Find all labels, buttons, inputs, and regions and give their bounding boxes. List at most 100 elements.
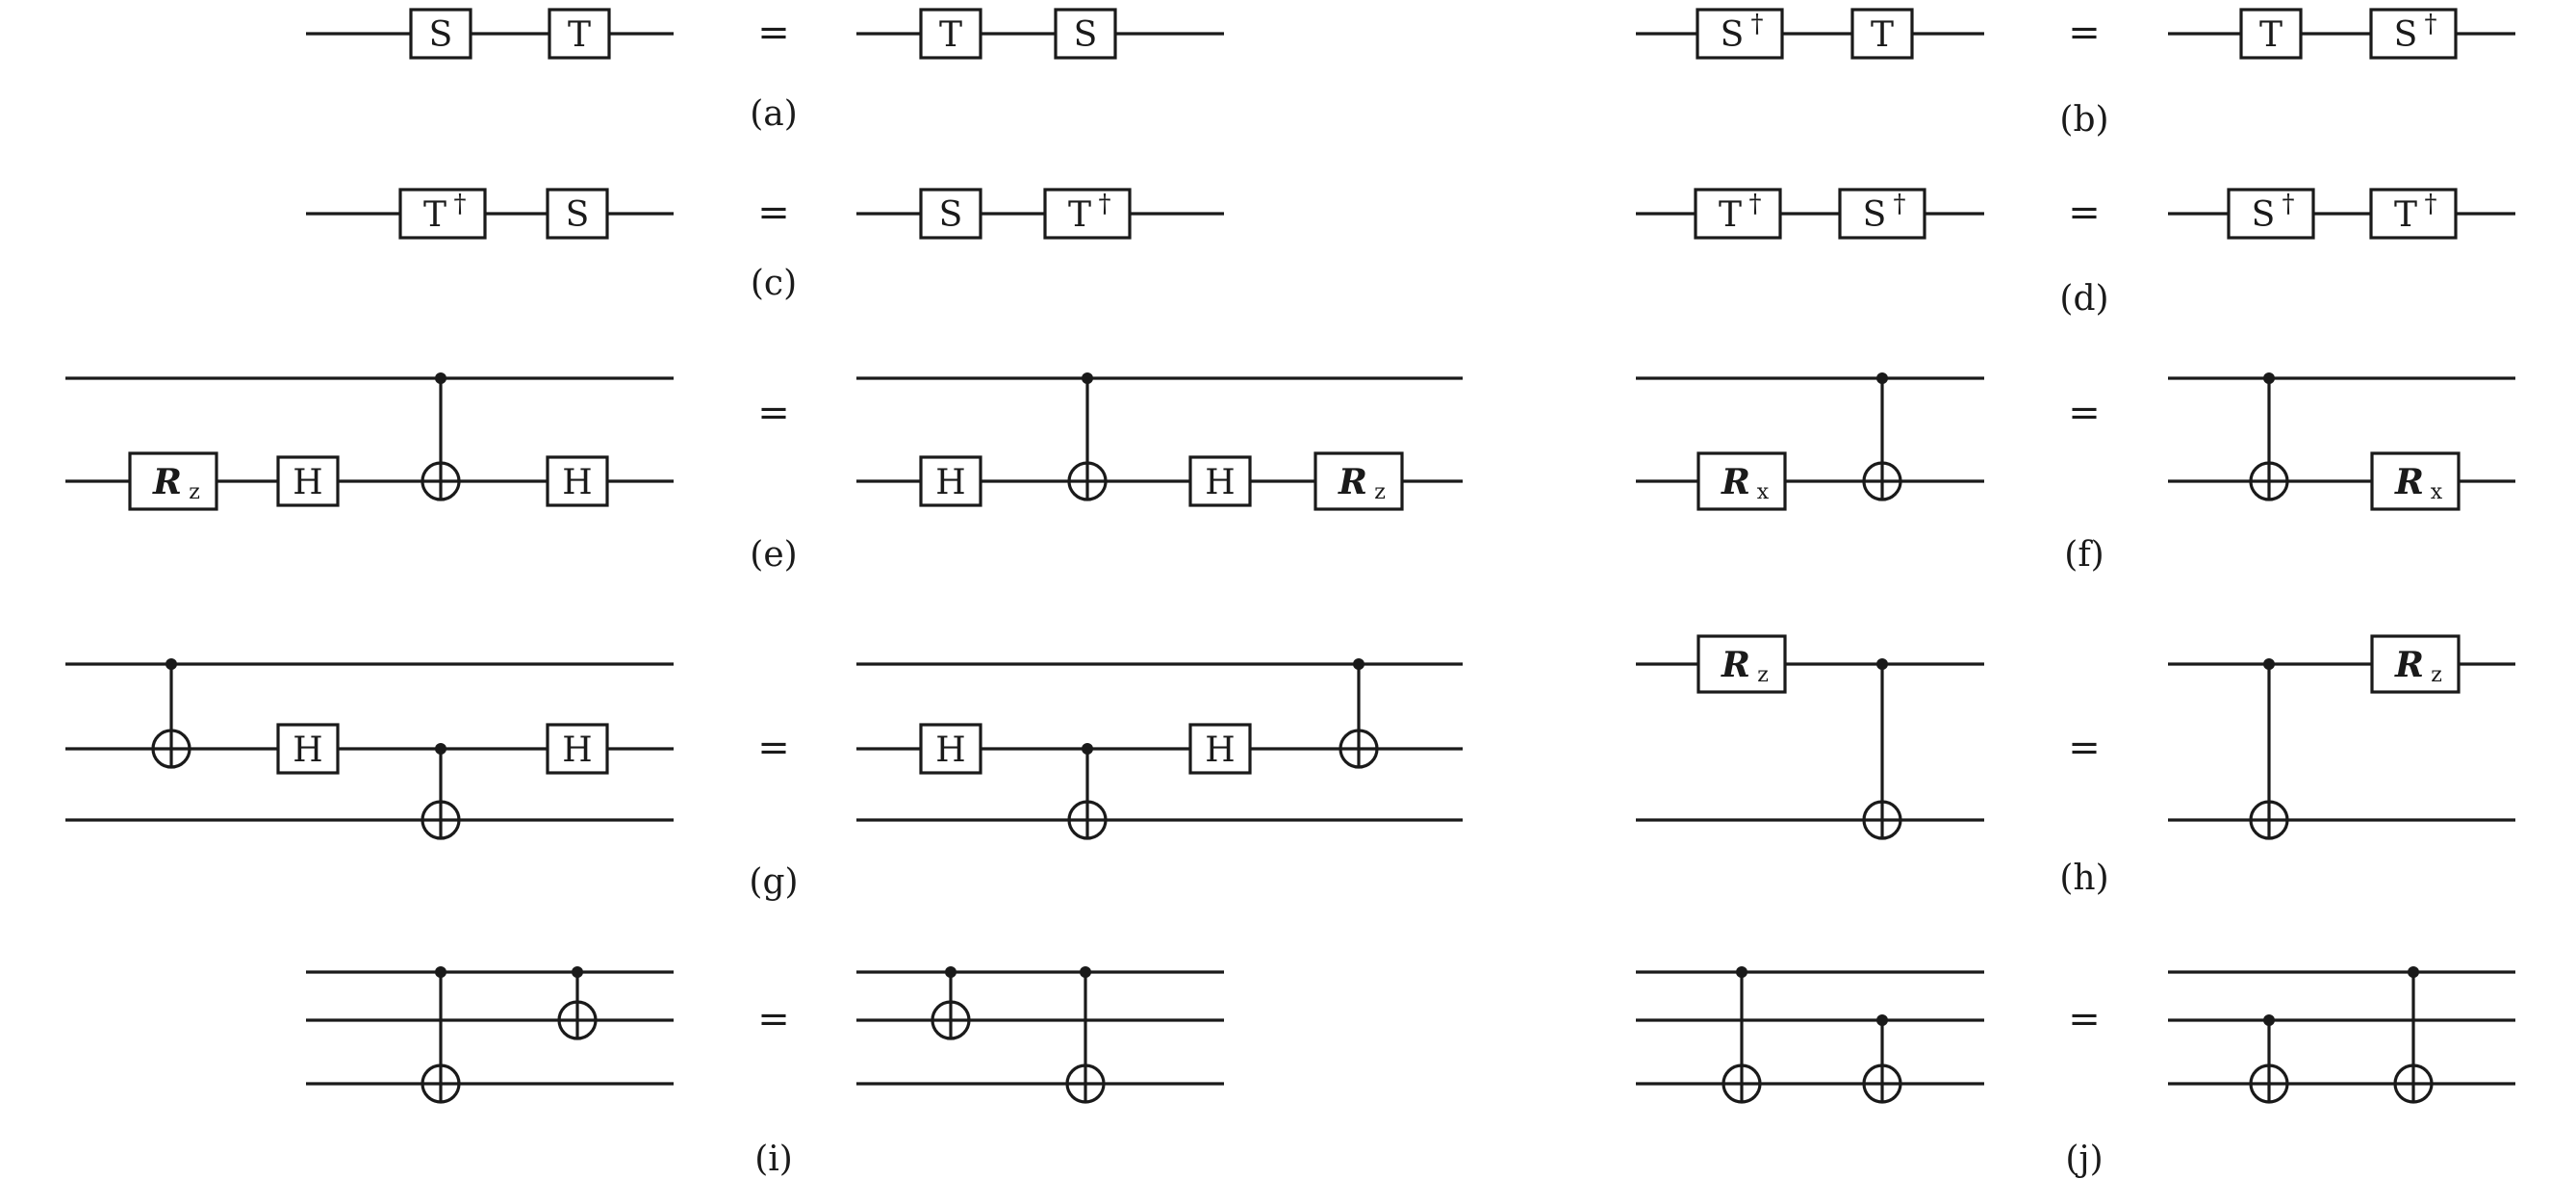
control-dot [1876,658,1888,670]
control-dot [1876,372,1888,384]
control-dot [1080,966,1091,978]
equals-sign: = [757,726,790,770]
cnot-gate [2249,1014,2289,1104]
cnot-gate [2249,658,2289,840]
panel-j: =(j) [1636,966,2515,1179]
gate-t: T [2239,8,2303,60]
control-dot [572,966,583,978]
gate-subscript: x [1757,480,1770,504]
equals-sign: = [757,391,790,435]
circuit-lhs: T† S† [1636,188,1984,240]
gate-h: H [546,723,609,775]
cnot-gate [1862,372,1902,501]
control-dot [2263,658,2275,670]
gate-label: R [1338,462,1367,502]
gate-label: H [935,730,965,770]
gate-h: H [919,723,982,775]
gate-label: S [939,195,963,235]
gate-subscript: x [2431,480,2443,504]
gate-label: H [1205,730,1235,770]
cnot-gate [1722,966,1762,1104]
control-dot [945,966,956,978]
gate-label: T [423,195,446,235]
cnot-gate [421,372,461,501]
gate-box [276,455,340,507]
gate-box [919,188,982,240]
gate-h: H [1188,723,1252,775]
panel-label: (c) [751,264,797,303]
gate-t: T† [398,188,487,240]
cnot-gate [1339,658,1379,769]
gate-s: S† [1838,188,1926,240]
gate-superscript: † [2283,190,2295,218]
gate-h: H [1188,455,1252,507]
gate-superscript: † [2425,190,2437,218]
circuit-lhs: S†T [1636,8,1984,60]
circuit-rhs [856,966,1224,1104]
gate-label: H [935,463,965,502]
cnot-gate [557,966,598,1040]
gate-box [2239,8,2303,60]
gate-box [1696,451,1787,511]
gate-box [1696,8,1784,60]
equals-sign: = [2068,11,2101,55]
control-dot [1082,743,1093,755]
cnot-gate [2393,966,2434,1104]
gate-box [2370,451,2461,511]
panel-label: (i) [754,1140,793,1179]
gate-s: S [1054,8,1117,60]
gate-box [1188,455,1252,507]
panel-d: T†S†S†T†=(d) [1636,188,2515,319]
gate-label: T [2394,195,2417,235]
gate-h: H [276,455,340,507]
panel-label: (b) [2059,100,2108,140]
gate-label: H [562,730,592,770]
control-dot [1353,658,1365,670]
gate-t: T [919,8,982,60]
gate-superscript: † [454,190,467,218]
gate-label: S [1074,15,1098,55]
panel-label: (e) [750,535,797,575]
cnot-gate [2249,372,2289,501]
gate-label: S [1721,15,1745,55]
gate-h: H [276,723,340,775]
gate-t: T† [1694,188,1782,240]
gate-subscript: z [1374,480,1386,504]
gate-label: T [1719,195,1742,235]
gate-label: S [1863,195,1887,235]
equals-sign: = [757,191,790,235]
gate-t: T [548,8,611,60]
control-dot [1736,966,1747,978]
gate-label: H [562,463,592,502]
cnot-gate [421,966,461,1104]
gate-box [1054,8,1117,60]
gate-label: S [429,15,453,55]
gate-label: R [1721,462,1750,502]
gate-s: S [546,188,609,240]
gate-box [548,8,611,60]
equals-sign: = [2068,191,2101,235]
circuit-lhs: T†S [306,188,674,240]
cnot-gate [151,658,191,769]
gate-label: T [568,15,591,55]
gate-label: S [2252,195,2276,235]
gate-box [409,8,472,60]
control-dot [435,966,446,978]
control-dot [2263,372,2275,384]
panel-label: (d) [2059,279,2108,319]
gate-box [1188,723,1252,775]
gate-s: S [919,188,982,240]
